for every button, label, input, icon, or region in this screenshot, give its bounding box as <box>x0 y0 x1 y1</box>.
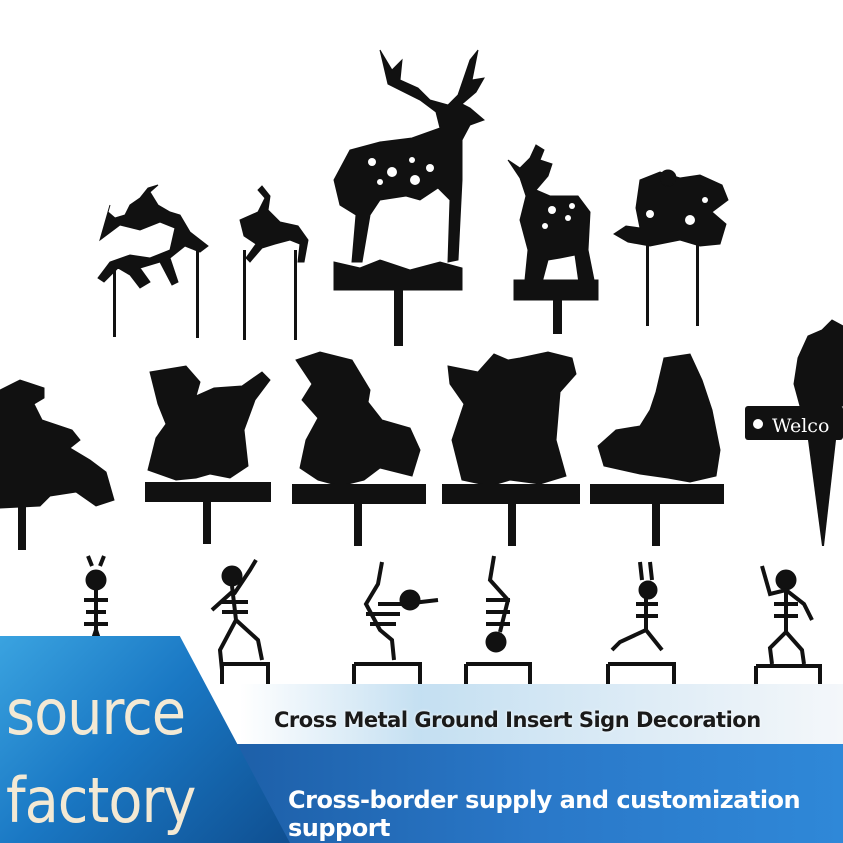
banner-word-factory: factory <box>6 764 196 837</box>
banner-top-strip <box>240 684 843 744</box>
gnome-fishing-stake <box>145 365 271 544</box>
gnome-watering-can-stake <box>590 353 724 546</box>
welcome-sign-text: Welco <box>772 415 829 437</box>
reindeer-stake <box>239 185 309 340</box>
skeleton-stake-5 <box>606 561 676 684</box>
skeleton-stake-1 <box>84 555 108 661</box>
welcome-cat-sign-stake <box>745 319 843 546</box>
skeleton-stake-2 <box>210 558 270 684</box>
deer-stake <box>333 49 485 346</box>
skeleton-stake-6 <box>754 565 822 686</box>
santa-sleigh-stake <box>613 169 729 326</box>
banner-word-source: source <box>6 676 186 749</box>
skeleton-stake-3 <box>352 561 439 684</box>
skeleton-stake-4 <box>464 555 532 684</box>
banner-bottom-strip <box>230 744 843 843</box>
gnome-with-sapling-stake <box>442 351 580 546</box>
banner-tagline: Cross-border supply and customization su… <box>288 786 801 842</box>
reindeer-pair-stake <box>97 184 209 338</box>
banner-subtitle: Cross Metal Ground Insert Sign Decoratio… <box>274 708 761 732</box>
fawn-stake <box>507 144 599 334</box>
witch-on-broom-stake <box>0 379 115 550</box>
gnome-wheelbarrow-stake <box>292 351 426 546</box>
